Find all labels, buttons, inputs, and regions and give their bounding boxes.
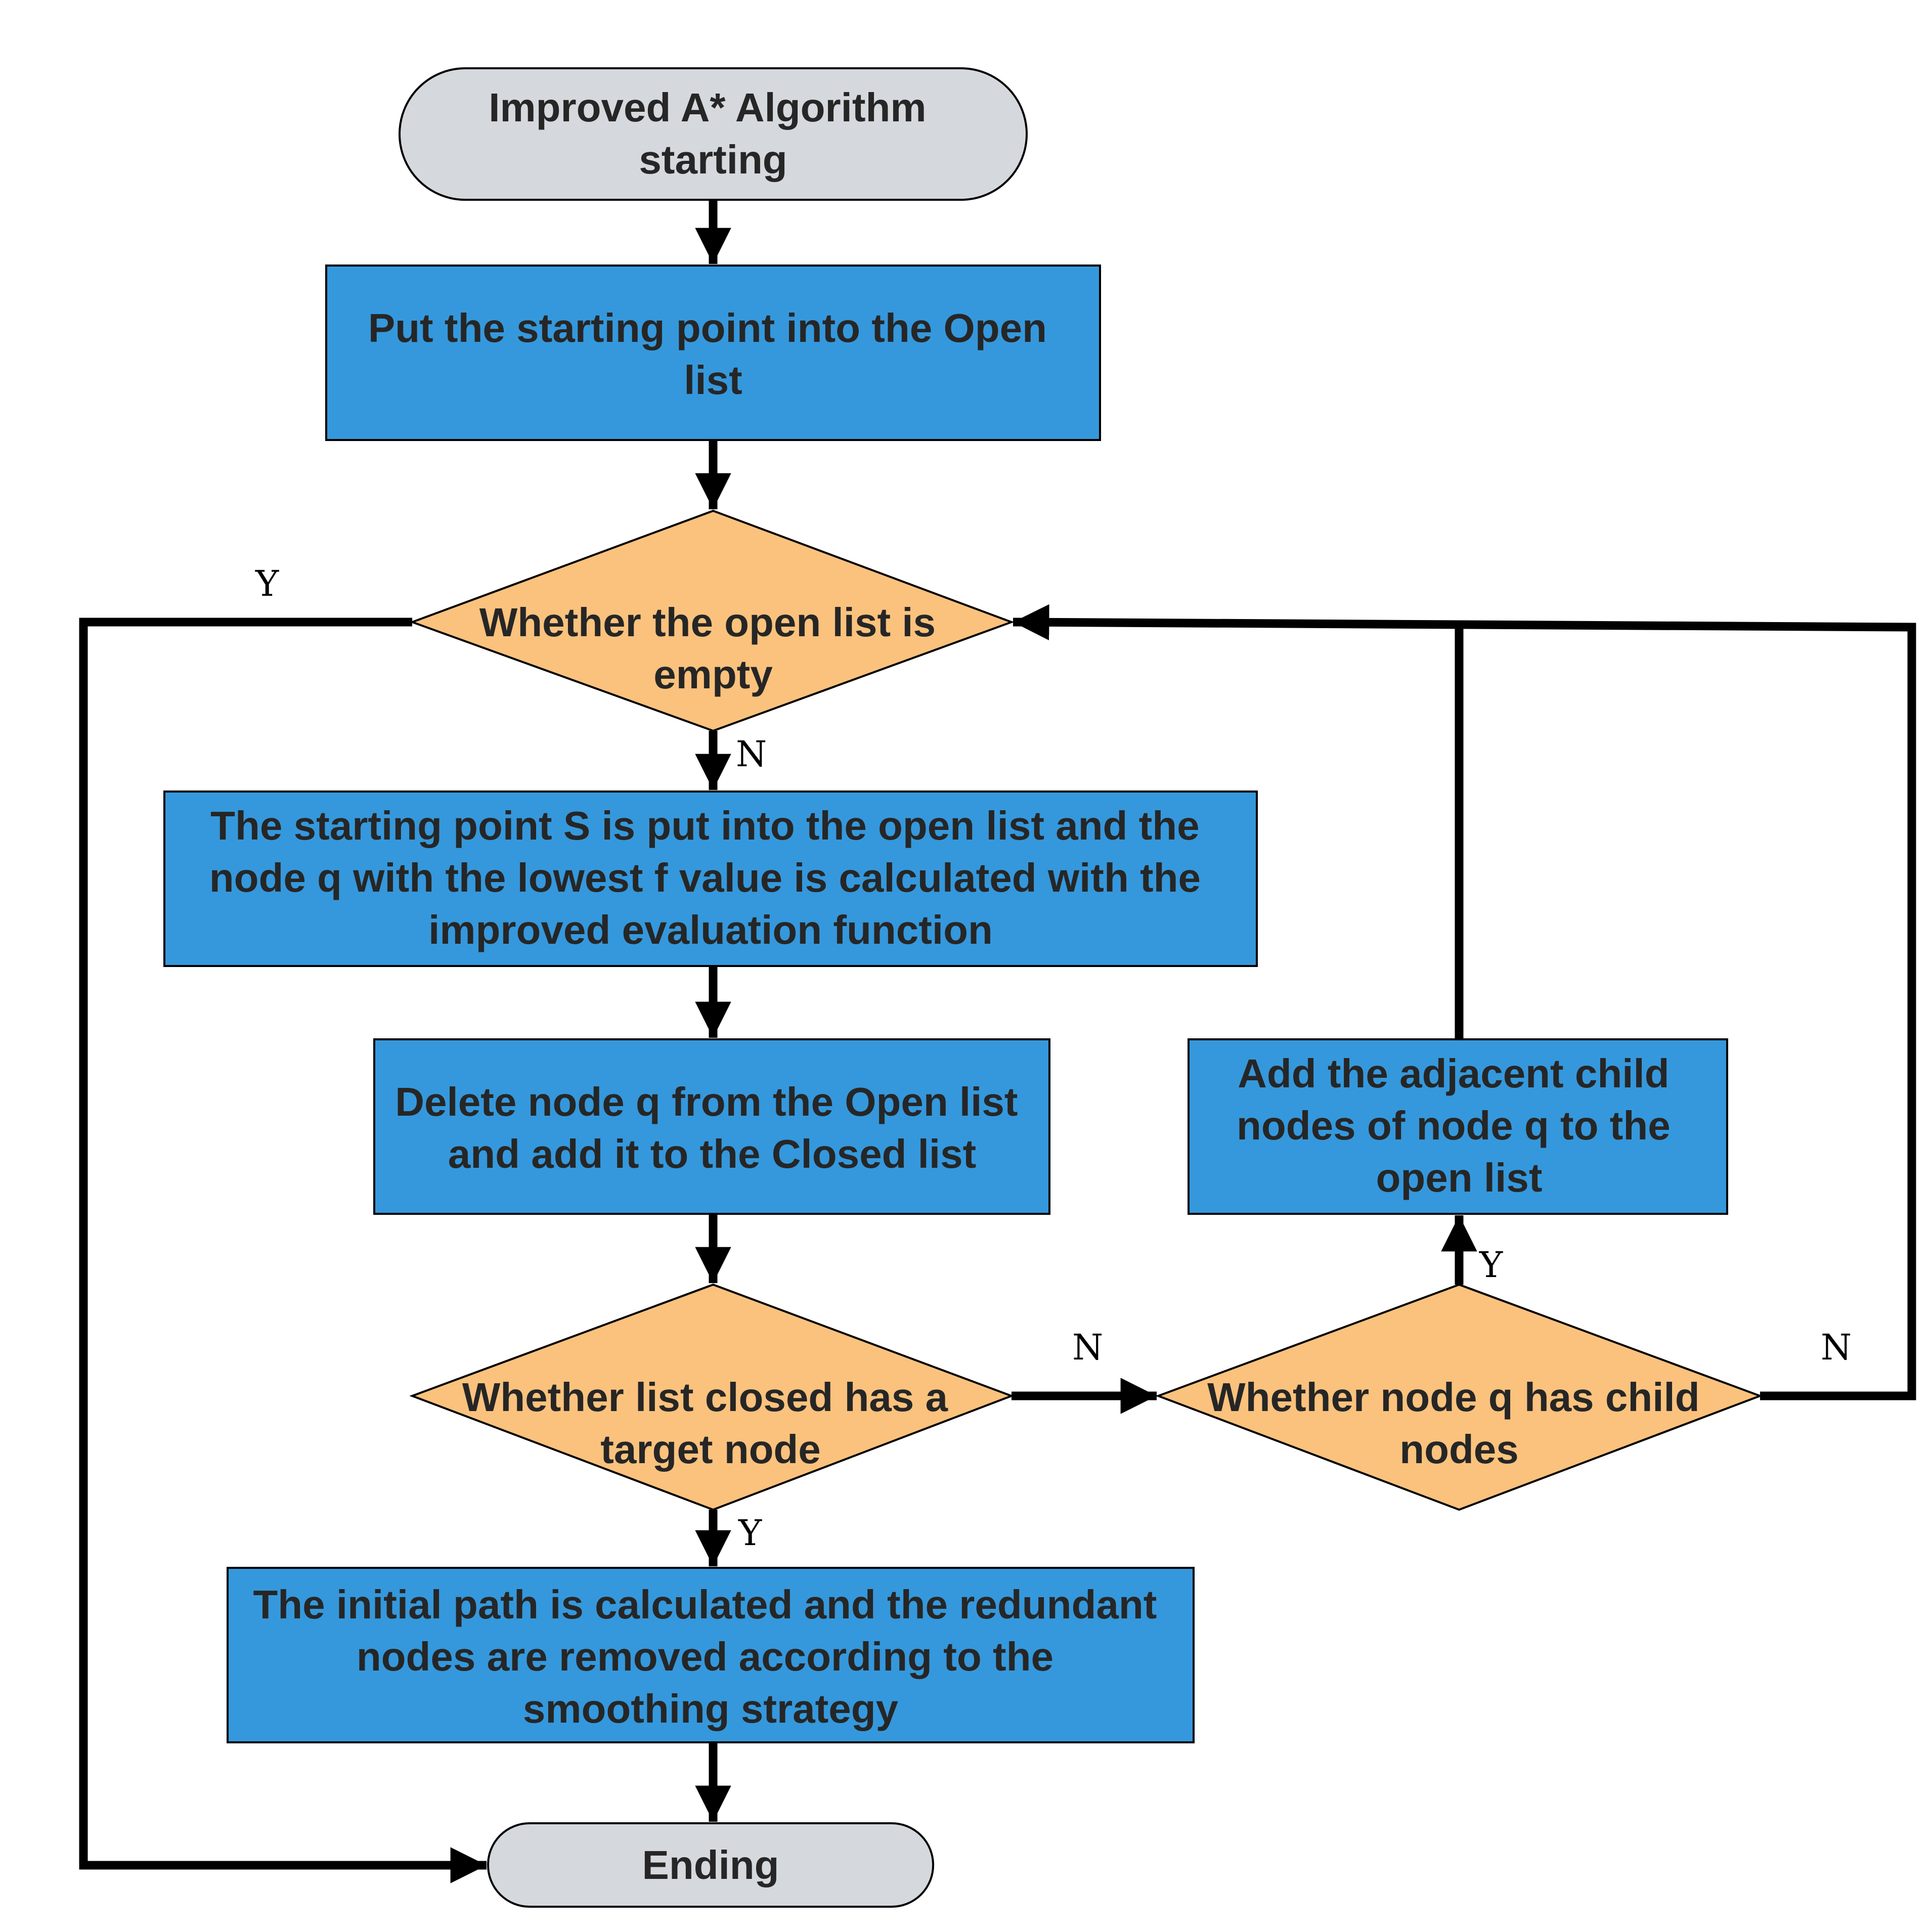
initial-path-label-line-2: nodes are removed according to the (357, 1634, 1053, 1679)
add-children-label-line-3: open list (1376, 1155, 1543, 1200)
closed-target-label-line-2: target node (600, 1427, 821, 1472)
node-initial-path: The initial path is calculated and the r… (227, 1567, 1195, 1743)
compute-q-label-line-3: improved evaluation function (428, 907, 993, 952)
closed-target-label-line-1: Whether list closed has a (462, 1375, 948, 1420)
put-start-label-line-2: list (684, 358, 742, 403)
edge-open-empty-to-end (79, 618, 487, 1883)
start-label-line-2: starting (639, 137, 787, 182)
end-terminal-shape (487, 1822, 934, 1908)
has-children-label: Whether node q has child nodes (1207, 1375, 1711, 1472)
compute-q-process-shape (163, 791, 1258, 967)
edge-labels: Y N Y N Y N (255, 563, 1852, 1554)
has-children-label-line-2: nodes (1399, 1427, 1519, 1472)
edges (79, 200, 1916, 1883)
node-add-children: Add the adjacent child nodes of node q t… (1188, 1038, 1728, 1215)
compute-q-label-line-2: node q with the lowest f value is calcul… (209, 855, 1201, 900)
add-children-label: Add the adjacent child nodes of node q t… (1237, 1051, 1682, 1200)
add-children-label-line-2: nodes of node q to the (1237, 1103, 1671, 1148)
delete-q-label-line-1: Delete node q from the Open list (395, 1079, 1018, 1124)
compute-q-label-line-1: The starting point S is put into the ope… (210, 803, 1200, 848)
node-start: Improved A* Algorithm starting (399, 67, 1028, 201)
end-label-line-1: Ending (642, 1842, 779, 1887)
edge-label-has-children-no: N (1821, 1327, 1852, 1368)
delete-q-label-line-2: and add it to the Closed list (448, 1131, 977, 1176)
initial-path-process-shape (227, 1567, 1195, 1743)
node-compute-q: The starting point S is put into the ope… (163, 791, 1258, 967)
delete-q-label: Delete node q from the Open list and add… (395, 1079, 1029, 1176)
open-empty-label-line-2: empty (653, 652, 773, 697)
node-end: Ending (487, 1822, 934, 1908)
put-start-process-shape (325, 265, 1101, 441)
open-empty-label: Whether the open list is empty (479, 600, 947, 697)
add-children-label-line-1: Add the adjacent child (1238, 1051, 1669, 1096)
initial-path-label-line-1: The initial path is calculated and the r… (253, 1582, 1157, 1627)
delete-q-process-shape (373, 1038, 1050, 1215)
start-label-line-1: Improved A* Algorithm (489, 85, 926, 130)
edge-label-closed-target-no: N (1072, 1327, 1103, 1368)
add-children-process-shape (1188, 1038, 1728, 1215)
put-start-label-line-1: Put the starting point into the Open (368, 305, 1047, 350)
node-delete-q: Delete node q from the Open list and add… (373, 1038, 1050, 1215)
end-label: Ending (642, 1842, 779, 1887)
node-put-start: Put the starting point into the Open lis… (325, 265, 1101, 441)
compute-q-label: The starting point S is put into the ope… (209, 803, 1212, 952)
has-children-label-line-1: Whether node q has child (1207, 1375, 1699, 1420)
open-empty-label-line-1: Whether the open list is (479, 600, 936, 645)
edge-label-has-children-yes: Y (1479, 1244, 1503, 1286)
edge-label-open-empty-yes: Y (255, 563, 279, 604)
has-children-decision-shape (1155, 1283, 1763, 1511)
edge-label-closed-target-yes: Y (738, 1512, 762, 1554)
initial-path-label: The initial path is calculated and the r… (253, 1582, 1168, 1731)
initial-path-label-line-3: smoothing strategy (523, 1686, 899, 1731)
node-open-empty: Whether the open list is empty (409, 509, 1015, 732)
closed-target-label: Whether list closed has a target node (462, 1375, 959, 1472)
node-has-children: Whether node q has child nodes (1155, 1283, 1763, 1511)
put-start-label: Put the starting point into the Open lis… (368, 305, 1058, 403)
node-closed-target: Whether list closed has a target node (409, 1283, 1015, 1511)
edge-label-open-empty-no: N (736, 733, 767, 775)
start-label: Improved A* Algorithm starting (489, 85, 937, 182)
